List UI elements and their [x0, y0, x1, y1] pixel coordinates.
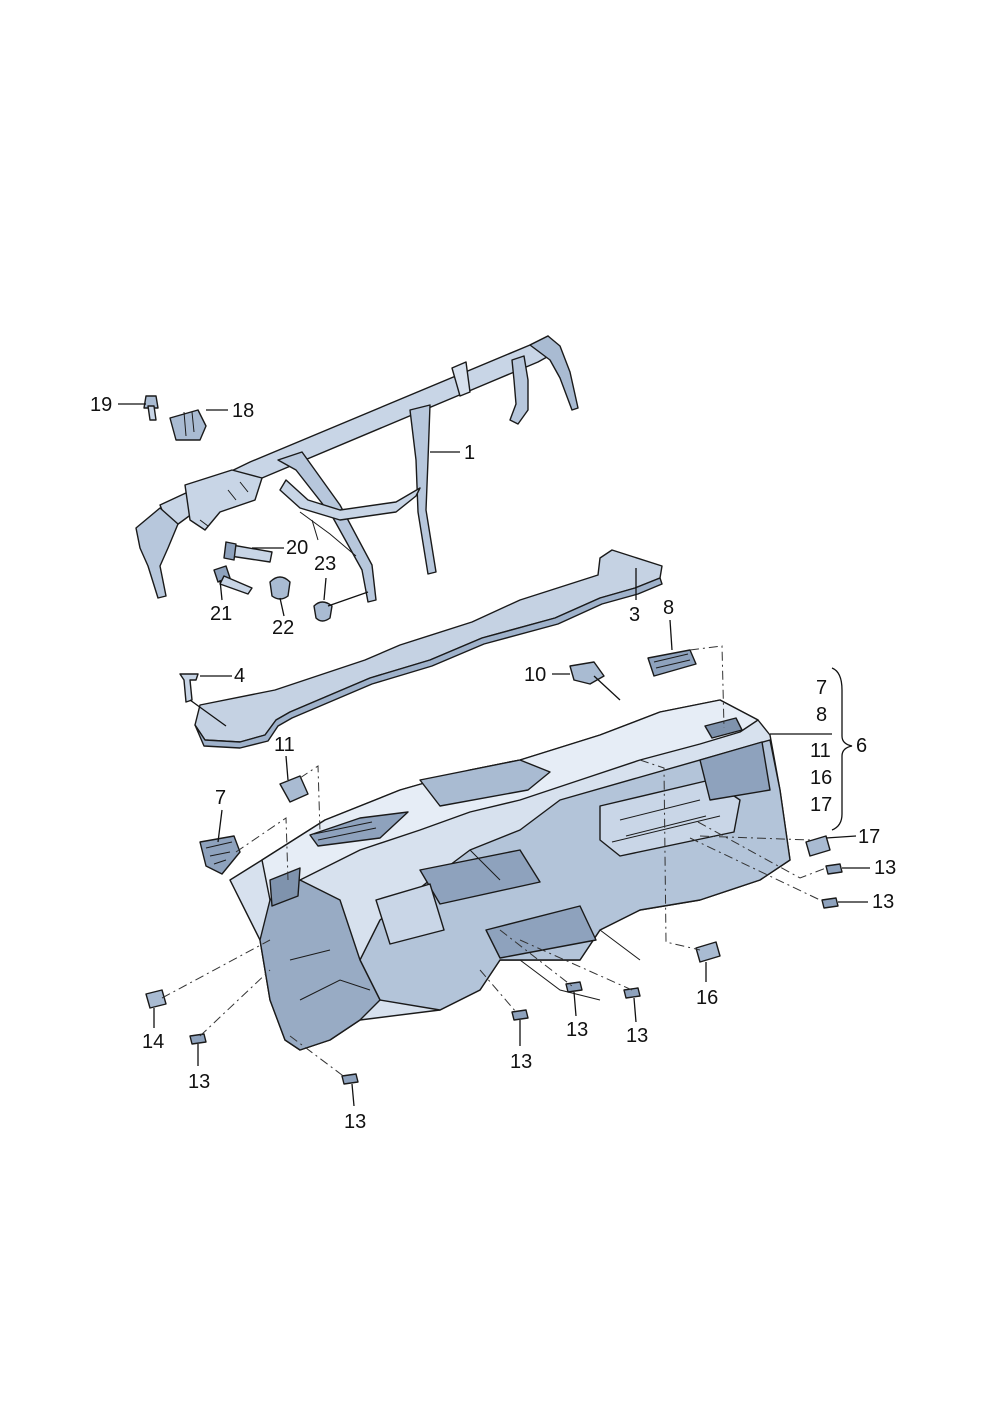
label-18: 18 [232, 400, 254, 422]
leader-lines [118, 403, 870, 1107]
vent-7[interactable] [199, 835, 241, 875]
screws-13[interactable] [189, 863, 843, 1085]
nut-23[interactable] [313, 601, 333, 622]
label-7: 7 [215, 787, 226, 809]
label-21: 21 [210, 603, 232, 625]
callout-labels: 1 3 4 6 7 8 11 16 17 7 8 10 11 17 13 13 … [90, 394, 896, 1133]
label-13-f: 13 [188, 1071, 210, 1093]
label-3: 3 [629, 604, 640, 626]
label-14: 14 [142, 1031, 164, 1053]
label-20: 20 [286, 537, 308, 559]
dash-panel[interactable] [229, 699, 791, 1051]
stud-20[interactable] [223, 541, 273, 563]
label-22: 22 [272, 617, 294, 639]
clip-16[interactable] [695, 941, 721, 963]
label-23: 23 [314, 553, 336, 575]
label-13-g: 13 [344, 1111, 366, 1133]
label-13-e: 13 [510, 1051, 532, 1073]
label-16-group: 16 [810, 767, 832, 789]
label-17-group: 17 [810, 794, 832, 816]
bolt-21[interactable] [213, 565, 253, 595]
cap-14[interactable] [145, 989, 167, 1009]
label-4: 4 [234, 665, 245, 687]
bolt-19[interactable] [143, 395, 159, 421]
label-13-c: 13 [626, 1025, 648, 1047]
cross-car-beam[interactable] [135, 335, 579, 603]
label-19: 19 [90, 394, 112, 416]
label-17: 17 [858, 826, 880, 848]
label-13-d: 13 [566, 1019, 588, 1041]
label-11-group: 11 [810, 740, 831, 762]
clip-11[interactable] [279, 775, 309, 803]
label-11: 11 [274, 734, 295, 756]
label-6: 6 [856, 735, 867, 757]
bracket-18[interactable] [169, 409, 207, 441]
label-7-group: 7 [816, 677, 827, 699]
insulation-strip[interactable] [194, 549, 663, 749]
label-8-group: 8 [816, 704, 827, 726]
reference-lines [161, 645, 827, 1079]
label-16: 16 [696, 987, 718, 1009]
clip-17[interactable] [805, 835, 831, 857]
label-10: 10 [524, 664, 546, 686]
clip-4[interactable] [179, 673, 199, 703]
sensor-10[interactable] [569, 661, 605, 685]
vent-8[interactable] [647, 649, 697, 677]
label-13-b: 13 [872, 891, 894, 913]
label-8: 8 [663, 597, 674, 619]
label-13-a: 13 [874, 857, 896, 879]
label-1: 1 [464, 442, 475, 464]
nut-22[interactable] [269, 576, 291, 600]
